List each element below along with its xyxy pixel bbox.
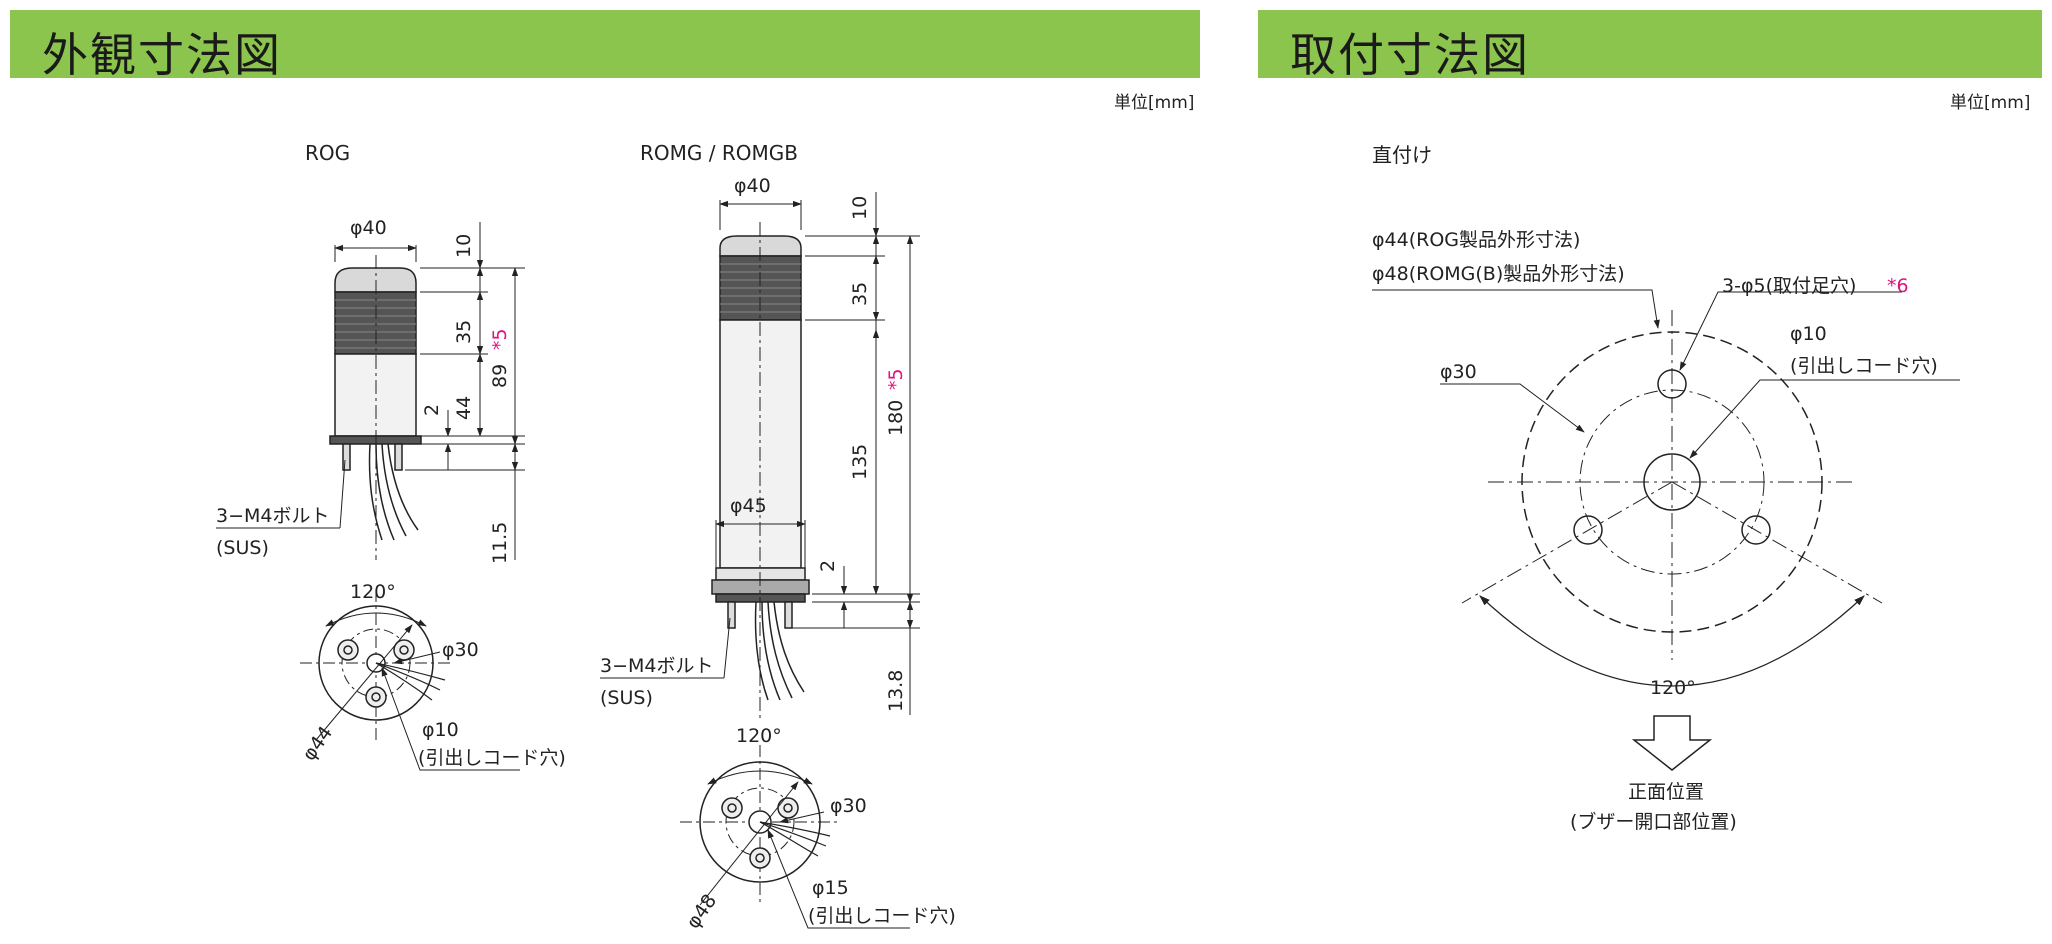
mount-outer-rog: φ44(ROG製品外形寸法) (1372, 229, 1580, 251)
rog-dim-phi40: φ40 (350, 217, 387, 239)
romg-dim-13-8: 13.8 (885, 670, 907, 712)
romg-dim-2: 2 (817, 560, 839, 572)
romg-dim-135: 135 (849, 444, 871, 480)
rog-drawing (216, 222, 525, 771)
rog-dim-10: 10 (453, 234, 475, 258)
rog-phi30: φ30 (442, 639, 479, 661)
mount-hole-left (1573, 515, 1603, 545)
front-arrow (1631, 715, 1713, 771)
romg-phi30: φ30 (830, 795, 867, 817)
rog-note5: *5 (489, 328, 511, 350)
rog-dim-11-5: 11.5 (489, 522, 511, 564)
mount-labels: 直付け φ44(ROG製品外形寸法) φ48(ROMG(B)製品外形寸法) 3-… (1372, 143, 1938, 833)
rog-dim-89: 89 (489, 364, 511, 388)
mount-front-sub: (ブザー開口部位置) (1570, 810, 1737, 833)
rog-labels: ROG φ40 10 35 44 2 89 *5 11.5 3−M4ボルト (S… (216, 141, 566, 769)
mount-angle: 120° (1650, 677, 1696, 699)
romg-note5: *5 (885, 368, 907, 390)
header-bar-mounting-dimensions: 取付寸法図 (1258, 10, 2042, 82)
unit-label-left: 単位[mm] (1114, 93, 1195, 113)
romg-dim-phi40: φ40 (734, 175, 771, 197)
section-title-external: 外観寸法図 (42, 28, 282, 82)
romg-dim-35: 35 (849, 282, 871, 306)
rog-sus-label: (SUS) (216, 537, 269, 559)
mount-note6: *6 (1887, 275, 1909, 297)
unit-label-right: 単位[mm] (1950, 93, 2031, 113)
romg-sus-label: (SUS) (600, 687, 653, 709)
header-bar-external-dimensions: 外観寸法図 (10, 10, 1200, 82)
mount-front: 正面位置 (1628, 781, 1704, 803)
rog-title: ROG (305, 141, 350, 165)
mount-hole-label: (引出しコード穴) (1790, 355, 1938, 377)
mount-phi10: φ10 (1790, 323, 1827, 345)
rog-dim-44: 44 (453, 396, 475, 420)
rog-angle: 120° (350, 581, 396, 603)
romg-dim-phi45: φ45 (730, 495, 767, 517)
rog-phi44: φ44 (298, 722, 337, 765)
romg-title: ROMG / ROMGB (640, 141, 798, 165)
romg-phi15: φ15 (812, 877, 849, 899)
romg-angle: 120° (736, 725, 782, 747)
rog-bolt-label: 3−M4ボルト (216, 505, 330, 527)
romg-bolt-label: 3−M4ボルト (600, 655, 714, 677)
mount-cord-hole (1643, 453, 1701, 511)
rog-hole-label: (引出しコード穴) (418, 747, 566, 769)
mount-subtitle: 直付け (1372, 143, 1432, 167)
mount-hole-right (1741, 515, 1771, 545)
romg-dim-180: 180 (885, 400, 907, 436)
romg-cap (719, 235, 802, 257)
romg-phi48: φ48 (682, 890, 721, 933)
mount-hole-top (1657, 369, 1687, 399)
mount-holes-label: 3-φ5(取付足穴) (1722, 275, 1856, 297)
romg-drawing (600, 192, 920, 929)
rog-phi10: φ10 (422, 719, 459, 741)
mount-phi30: φ30 (1440, 361, 1477, 383)
rog-dim-35: 35 (453, 320, 475, 344)
mount-drawing (1372, 289, 1960, 771)
romg-hole-label: (引出しコード穴) (808, 905, 956, 927)
mount-outer-romg: φ48(ROMG(B)製品外形寸法) (1372, 263, 1625, 285)
rog-dim-2: 2 (421, 404, 443, 416)
romg-labels: ROMG / ROMGB φ40 10 35 135 180 *5 φ45 2 … (600, 141, 956, 933)
romg-dim-10: 10 (849, 196, 871, 220)
section-title-mounting: 取付寸法図 (1290, 28, 1530, 82)
